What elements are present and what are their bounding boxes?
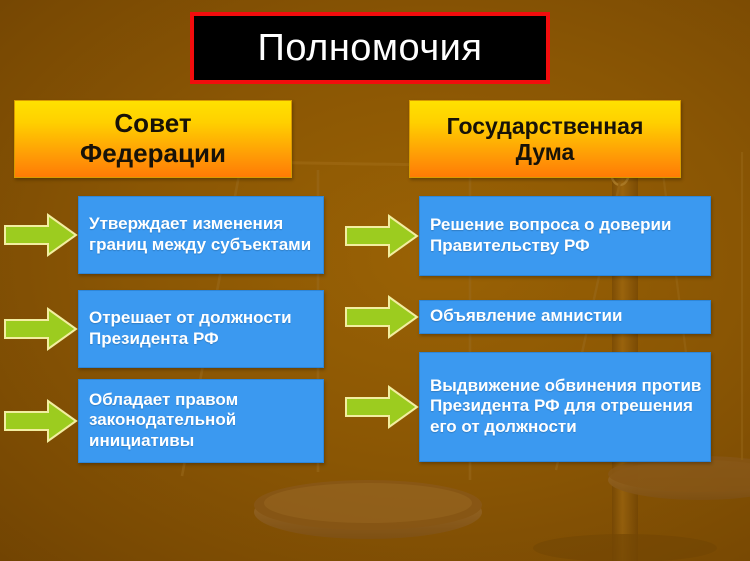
power-box: Утверждает изменения границ между субъек… xyxy=(78,196,324,274)
page-title: Полномочия xyxy=(190,12,550,84)
list-item: Выдвижение обвинения против Президента Р… xyxy=(345,352,711,462)
right-arrow-icon xyxy=(345,295,419,339)
column-header-sovet-federacii-text: Совет Федерации xyxy=(80,109,226,168)
right-arrow-icon xyxy=(4,399,78,443)
right-arrow-icon xyxy=(4,307,78,351)
header-line-2: Федерации xyxy=(80,138,226,168)
right-arrow-icon xyxy=(4,213,78,257)
header-line-1: Совет xyxy=(114,108,192,139)
power-text: Утверждает изменения границ между субъек… xyxy=(89,214,312,254)
header-line-1: Государственная xyxy=(446,112,644,139)
header-line-2: Дума xyxy=(515,139,575,165)
list-item: Объявление амнистии xyxy=(345,294,711,340)
right-arrow-icon xyxy=(345,385,419,429)
power-box: Выдвижение обвинения против Президента Р… xyxy=(419,352,711,462)
list-item: Утверждает изменения границ между субъек… xyxy=(4,196,324,274)
column-header-gosudarstvennaya-duma-text: Государственная Дума xyxy=(447,113,644,165)
column-header-sovet-federacii: Совет Федерации xyxy=(14,100,292,178)
right-arrow-icon xyxy=(345,214,419,258)
power-box: Отрешает от должности Президента РФ xyxy=(78,290,324,368)
power-text: Отрешает от должности Президента РФ xyxy=(89,308,292,348)
power-text: Объявление амнистии xyxy=(430,306,623,326)
power-text: Выдвижение обвинения против Президента Р… xyxy=(430,375,702,436)
power-box: Обладает правом законодательной инициати… xyxy=(78,379,324,463)
power-box: Объявление амнистии xyxy=(419,300,711,334)
list-item: Решение вопроса о доверии Правительству … xyxy=(345,196,711,276)
power-text: Решение вопроса о доверии Правительству … xyxy=(430,215,672,255)
page-title-text: Полномочия xyxy=(257,27,483,69)
power-box: Решение вопроса о доверии Правительству … xyxy=(419,196,711,276)
power-text: Обладает правом законодательной инициати… xyxy=(89,389,239,450)
list-item: Обладает правом законодательной инициати… xyxy=(4,379,324,463)
list-item: Отрешает от должности Президента РФ xyxy=(4,290,324,368)
column-header-gosudarstvennaya-duma: Государственная Дума xyxy=(409,100,681,178)
